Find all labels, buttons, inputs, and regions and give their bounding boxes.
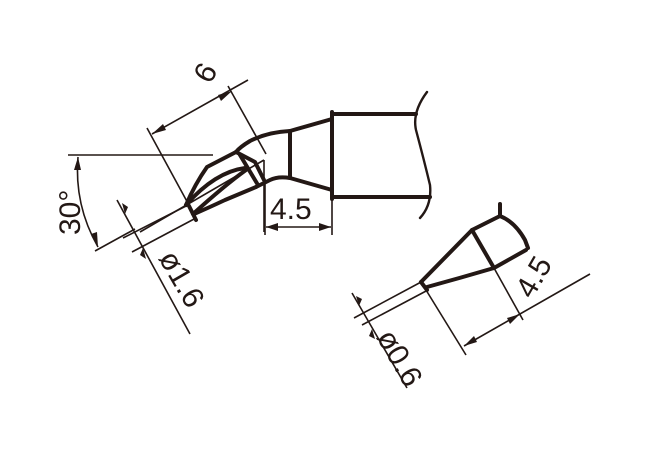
dim-label-6: 6 [187,58,224,89]
tip-a-taper [234,117,334,192]
tip-a-dim-shank-4-5: 4.5 [264,180,333,235]
tip-b-dim-length-4-5: 4.5 [425,251,591,356]
tip-a-body [330,90,432,220]
tip-b-dim-diameter: ø0.6 [351,292,429,392]
tip-a-dim-angle-30: 30° [54,154,213,252]
dim-label-4-5-a: 4.5 [270,193,312,226]
tip-a-drawing: 6 30° ø1.6 4.5 [54,58,432,335]
tip-b-outline [419,202,530,292]
tip-b-shaft [353,280,429,326]
dim-label-30deg: 30° [54,190,87,235]
tip-b-drawing: 4.5 ø0.6 [351,202,591,392]
dim-label-dia-0-6: ø0.6 [370,324,429,392]
tip-a-blade [122,150,266,253]
